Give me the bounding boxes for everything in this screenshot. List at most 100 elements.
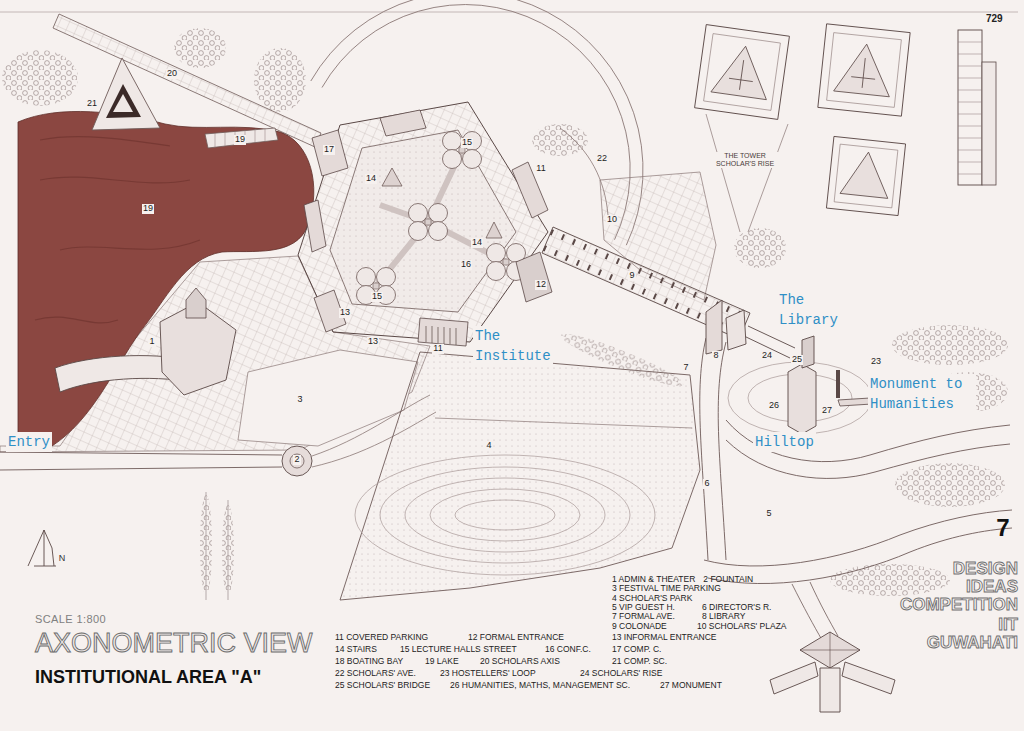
lecture-halls-street [376, 150, 506, 286]
compass-letter: N [59, 553, 66, 563]
parking-area [238, 350, 418, 446]
legend-entry: 2 FOUNTAIN [703, 575, 753, 584]
legend-entry: 5 VIP GUEST H. [612, 603, 675, 612]
legend-entry: 16 CONF.C. [545, 645, 591, 654]
callout-number: 8 [712, 351, 719, 361]
callout-number: 2 [293, 455, 300, 465]
guest-house-roof [800, 632, 860, 668]
park-contour [455, 500, 555, 530]
callout-number: 16 [460, 260, 472, 270]
roof-lines [800, 632, 860, 668]
tree-mass [174, 28, 226, 68]
competition-title: IIT GUWAHATI [927, 616, 1018, 652]
callout-number: 17 [323, 145, 335, 155]
callout-number: 13 [339, 308, 351, 318]
institute-hexagon [298, 102, 548, 342]
scholars-avenue [560, 128, 608, 215]
callout-number: 3 [296, 395, 303, 405]
callout-number: 10 [606, 215, 618, 225]
legend-entry: 1 ADMIN & THEATER [612, 575, 695, 584]
tree-mass [532, 124, 588, 156]
legend-entry: 13 INFORMAL ENTRANCE [612, 633, 717, 642]
plan-outline [695, 25, 790, 120]
callout-number: 14 [471, 238, 483, 248]
callout-number: 19 [234, 135, 246, 145]
tree-mass [830, 564, 950, 596]
monument [836, 370, 840, 398]
callout-number: 25 [791, 355, 803, 365]
callout-number: 6 [703, 479, 710, 489]
park-contour [355, 455, 655, 575]
tower-plan [826, 136, 905, 215]
guest-house-wing [842, 662, 895, 694]
annotation: The Library [777, 290, 840, 330]
callout-number: 26 [768, 401, 780, 411]
sheet-number: 7 [996, 516, 1009, 540]
lecture-hall-cluster [409, 204, 448, 241]
callout-number: 13 [367, 337, 379, 347]
tree-mass [2, 50, 78, 106]
callout-number: 21 [86, 99, 98, 109]
callout-number: 1 [148, 337, 155, 347]
lecture-hall-cluster [443, 132, 482, 169]
callout-number: 5 [765, 509, 772, 519]
entrance-columns [426, 326, 456, 345]
park-contour [405, 478, 605, 552]
legend-entry: 10 SCHOLARS' PLAZA [697, 622, 787, 631]
hill-contour [728, 362, 872, 434]
comp-sc-court-inner [113, 94, 133, 112]
monument-base [838, 398, 872, 406]
tree-mass [254, 48, 306, 112]
admin-tower [186, 288, 206, 318]
sheet-title: AXONOMETRIC VIEW [35, 630, 313, 657]
entry-road [0, 452, 282, 470]
competition-title: DESIGN IDEAS COMPETITION [900, 560, 1018, 614]
callout-number: 9 [628, 271, 635, 281]
guest-house-wing [820, 668, 840, 712]
callout-number: 19 [142, 204, 154, 214]
legend-entry: 21 COMP. SC. [612, 657, 667, 666]
institute-block [380, 110, 426, 136]
institute-court [330, 130, 516, 312]
boating-bay [205, 128, 278, 148]
plan-triangle [711, 42, 773, 99]
tower-elevation [958, 30, 982, 185]
callout-number: 27 [821, 406, 833, 416]
floor-lines [958, 42, 982, 174]
legend-entry: 12 FORMAL ENTRANCE [468, 633, 564, 642]
projection-line [706, 114, 788, 232]
hostellers-loop [726, 420, 1010, 478]
scholars-park [340, 352, 700, 600]
callout-number: 20 [166, 69, 178, 79]
legend-entry: 7 FORMAL AVE. [612, 612, 675, 621]
legend-entry: 14 STAIRS [335, 645, 377, 654]
legend-entry: 18 BOATING BAY [335, 657, 403, 666]
road [792, 582, 838, 640]
park-contour [380, 467, 630, 563]
park-path [435, 418, 692, 428]
legend-entry: 4 SCHOLAR'S PARK [612, 594, 692, 603]
plan-inner [704, 34, 781, 111]
fountain-basin [290, 454, 304, 468]
comp-sc-court [106, 84, 141, 118]
tree-mass [734, 228, 786, 268]
callout-number: 15 [461, 138, 473, 148]
callout-number: 11 [535, 164, 546, 174]
callout-number: 15 [371, 292, 383, 302]
plan-inner [827, 33, 902, 108]
annotation: Entry [6, 432, 52, 452]
library-tower [726, 310, 746, 350]
humanities-building [788, 364, 816, 434]
legend-entry: 26 HUMANITIES, MATHS, MANAGEMENT SC. [450, 681, 630, 690]
tree-mass [892, 325, 1008, 365]
library-tower [706, 300, 722, 354]
plan-outline [826, 136, 905, 215]
informal-entrance [418, 318, 468, 346]
legend-entry: 23 HOSTELLERS' LOOP [440, 669, 536, 678]
annotation: Monument to Humanities [868, 374, 976, 414]
callout-number: 11 [432, 344, 443, 354]
fountain [282, 446, 312, 476]
callout-number: 7 [682, 363, 689, 373]
callout-number: 4 [485, 441, 492, 451]
